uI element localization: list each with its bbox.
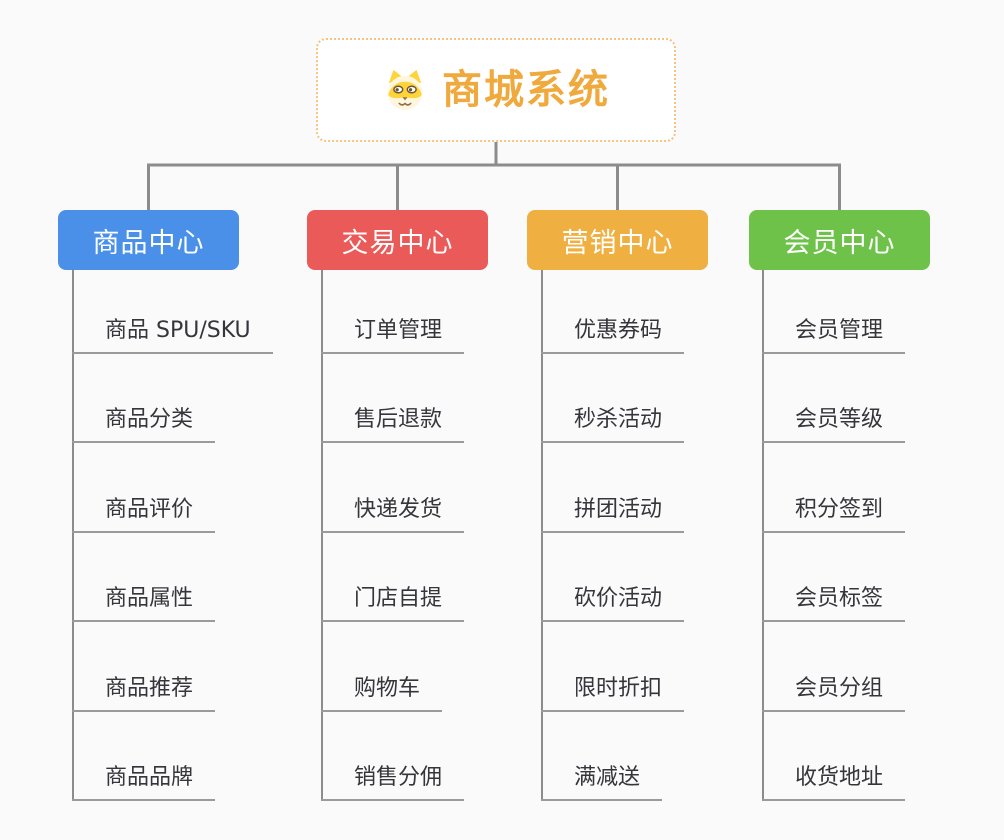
branch-trunk-line (321, 270, 323, 801)
topic-item[interactable]: 销售分佣 (321, 763, 465, 801)
topic-item[interactable]: 订单管理 (321, 316, 465, 354)
topic-item[interactable]: 商品评价 (72, 495, 216, 533)
branch-trunk-line (762, 270, 764, 801)
topic-item[interactable]: 商品推荐 (72, 674, 216, 712)
branch-header-products[interactable]: 商品中心 (58, 210, 239, 270)
topic-item[interactable]: 售后退款 (321, 405, 465, 443)
topic-item[interactable]: 会员等级 (762, 405, 906, 443)
topic-item[interactable]: 优惠券码 (541, 316, 685, 354)
branch-trunk-line (541, 270, 543, 801)
branch-header-trade[interactable]: 交易中心 (307, 210, 488, 270)
shiba-dog-icon (382, 67, 428, 113)
root-node-mall-system[interactable]: 商城系统 (316, 38, 676, 142)
topic-item[interactable]: 购物车 (321, 674, 443, 712)
topic-item[interactable]: 会员管理 (762, 316, 906, 354)
branch-label: 营销中心 (561, 227, 674, 259)
topic-item[interactable]: 商品分类 (72, 405, 216, 443)
topic-item[interactable]: 快递发货 (321, 495, 465, 533)
branch-header-marketing[interactable]: 营销中心 (527, 210, 708, 270)
topic-item[interactable]: 限时折扣 (541, 674, 685, 712)
branch-label: 商品中心 (92, 227, 205, 259)
branch-header-members[interactable]: 会员中心 (749, 210, 930, 270)
topic-item[interactable]: 商品品牌 (72, 763, 216, 801)
root-title: 商城系统 (442, 67, 610, 113)
branch-label: 交易中心 (341, 227, 454, 259)
topic-item[interactable]: 砍价活动 (541, 584, 685, 622)
topic-item[interactable]: 满减送 (541, 763, 663, 801)
topic-item[interactable]: 秒杀活动 (541, 405, 685, 443)
topic-item[interactable]: 会员标签 (762, 584, 906, 622)
topic-item[interactable]: 会员分组 (762, 674, 906, 712)
topic-item[interactable]: 商品 SPU/SKU (72, 316, 273, 354)
topic-item[interactable]: 积分签到 (762, 495, 906, 533)
topic-item[interactable]: 收货地址 (762, 763, 906, 801)
topic-item[interactable]: 拼团活动 (541, 495, 685, 533)
topic-item[interactable]: 门店自提 (321, 584, 465, 622)
branch-trunk-line (72, 270, 74, 801)
branch-label: 会员中心 (783, 227, 896, 259)
topic-item[interactable]: 商品属性 (72, 584, 216, 622)
